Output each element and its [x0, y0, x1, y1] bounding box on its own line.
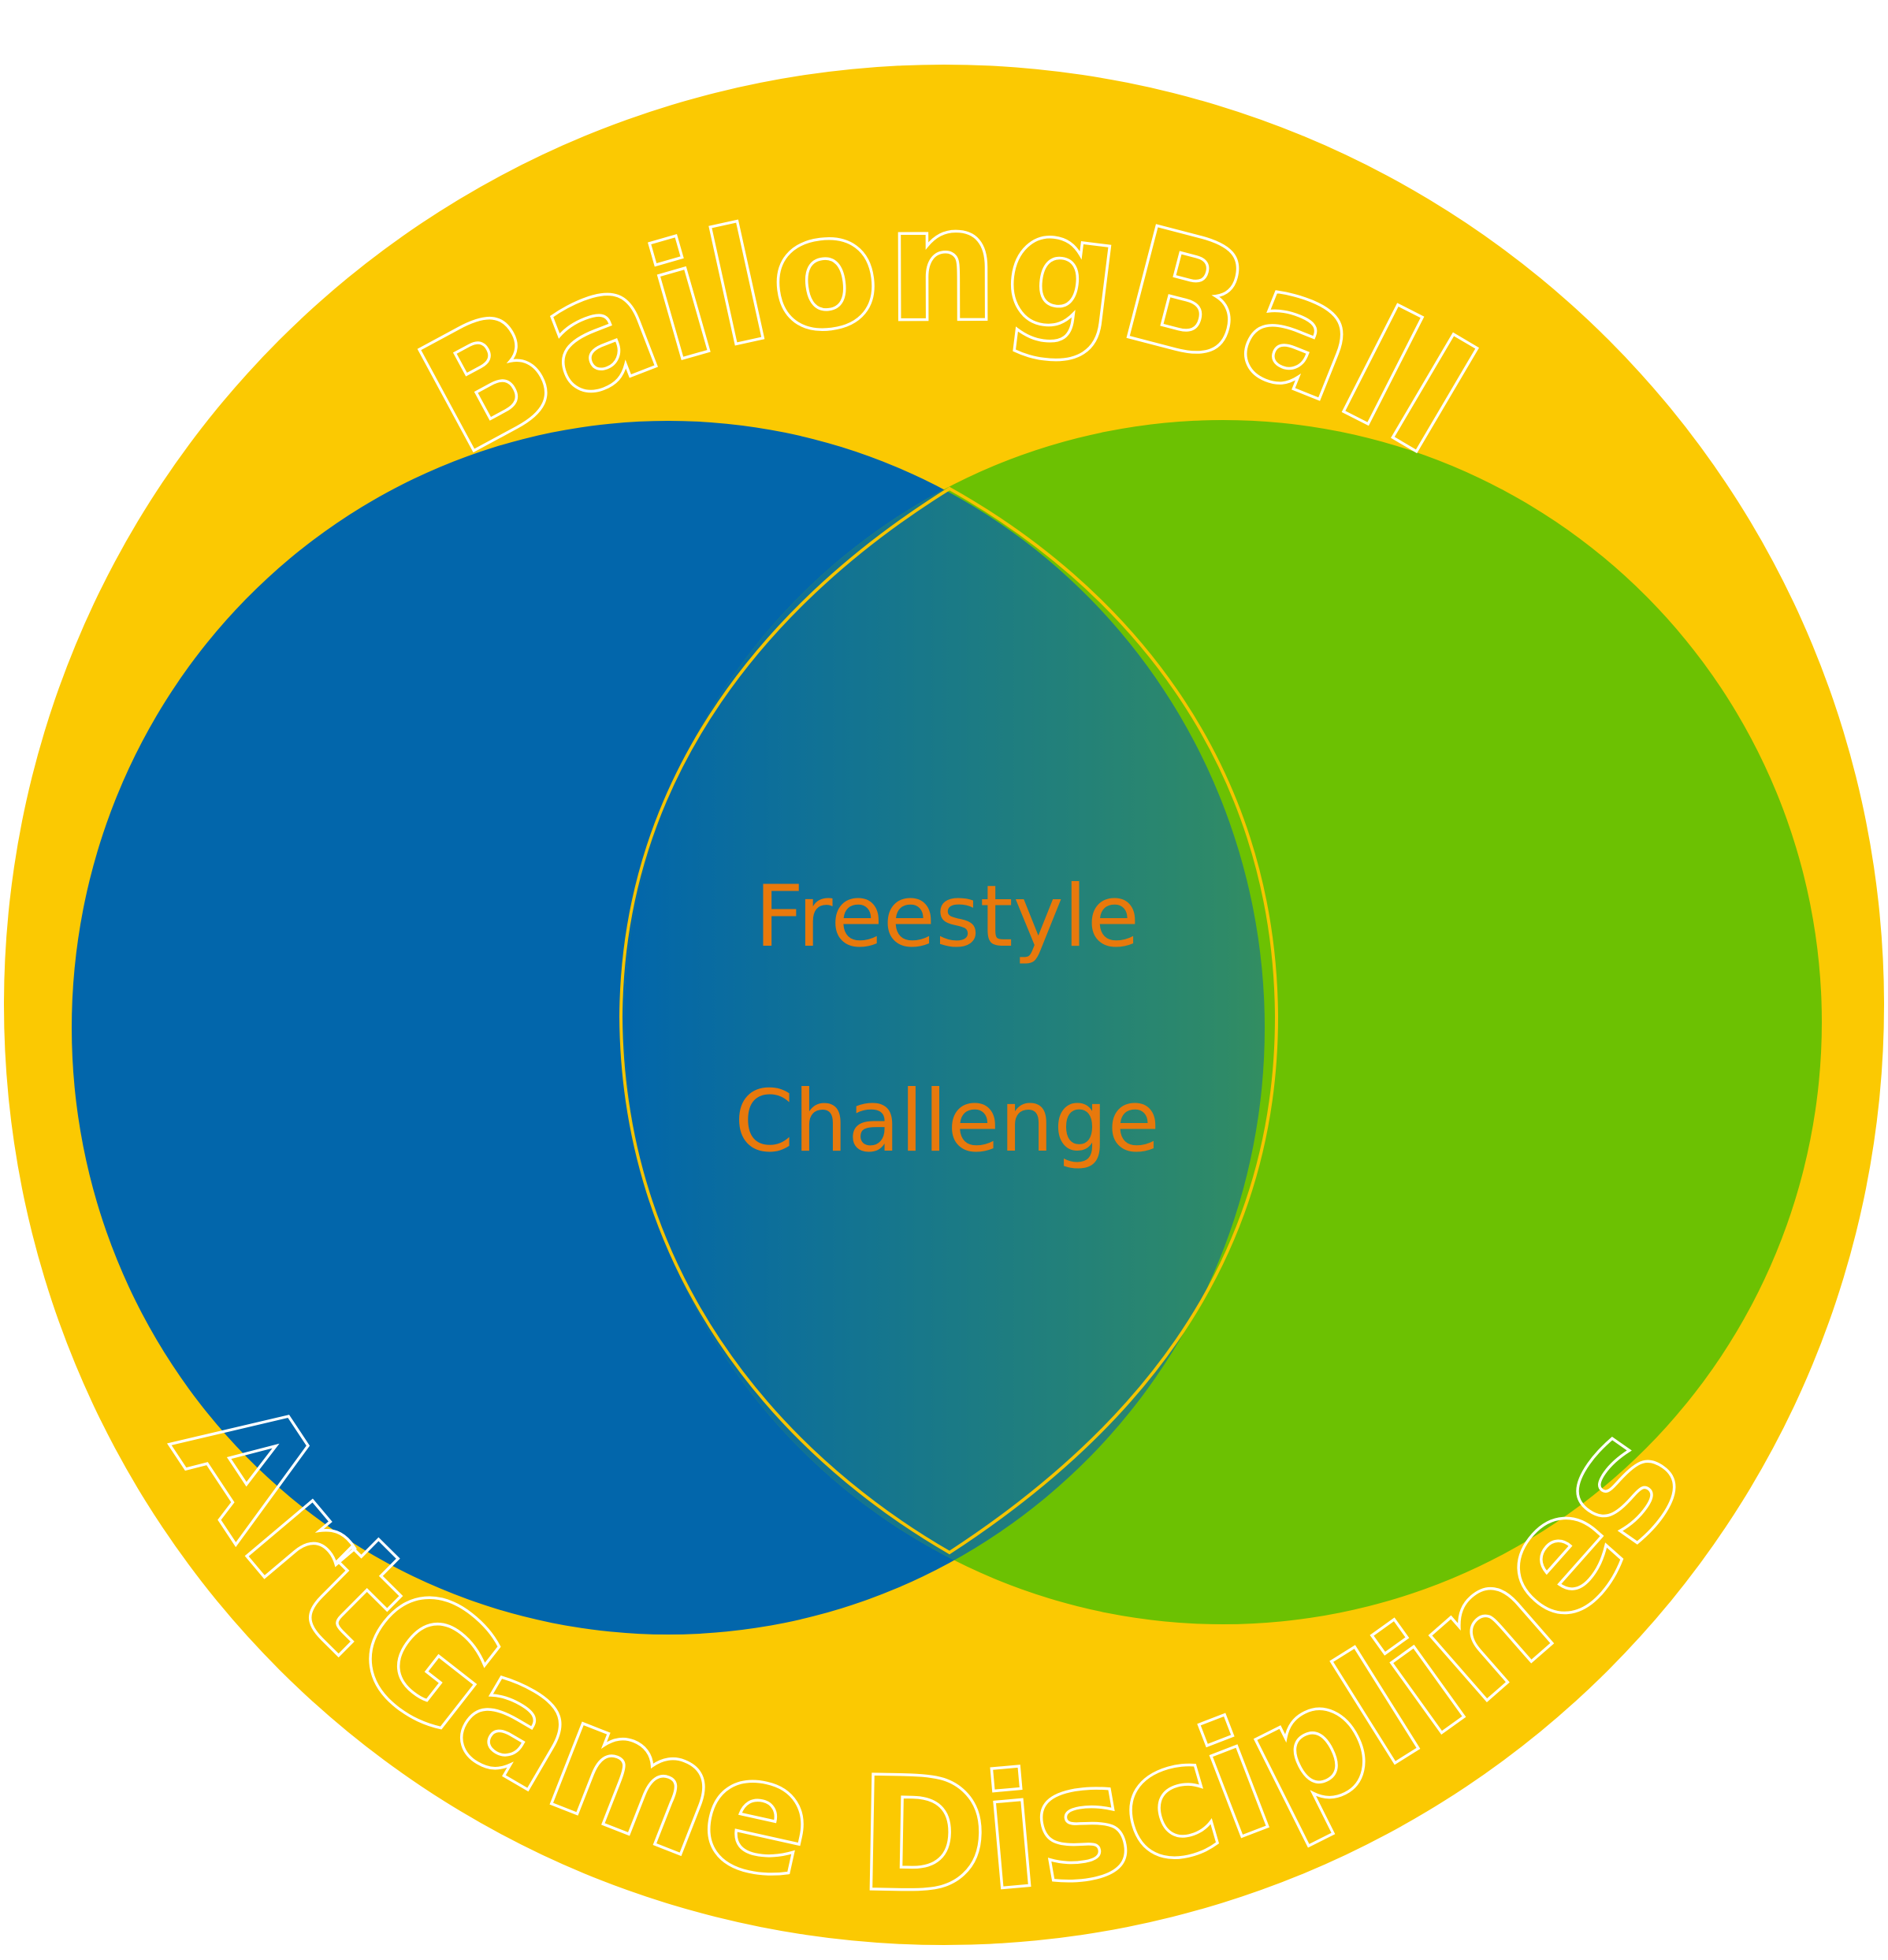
- intersection-outline: [619, 486, 1279, 1555]
- intersection-label-line2: Challenge: [734, 1073, 1160, 1171]
- intersection-lens: [624, 421, 1265, 1624]
- intersection-label-line1: Freestyle: [755, 868, 1139, 966]
